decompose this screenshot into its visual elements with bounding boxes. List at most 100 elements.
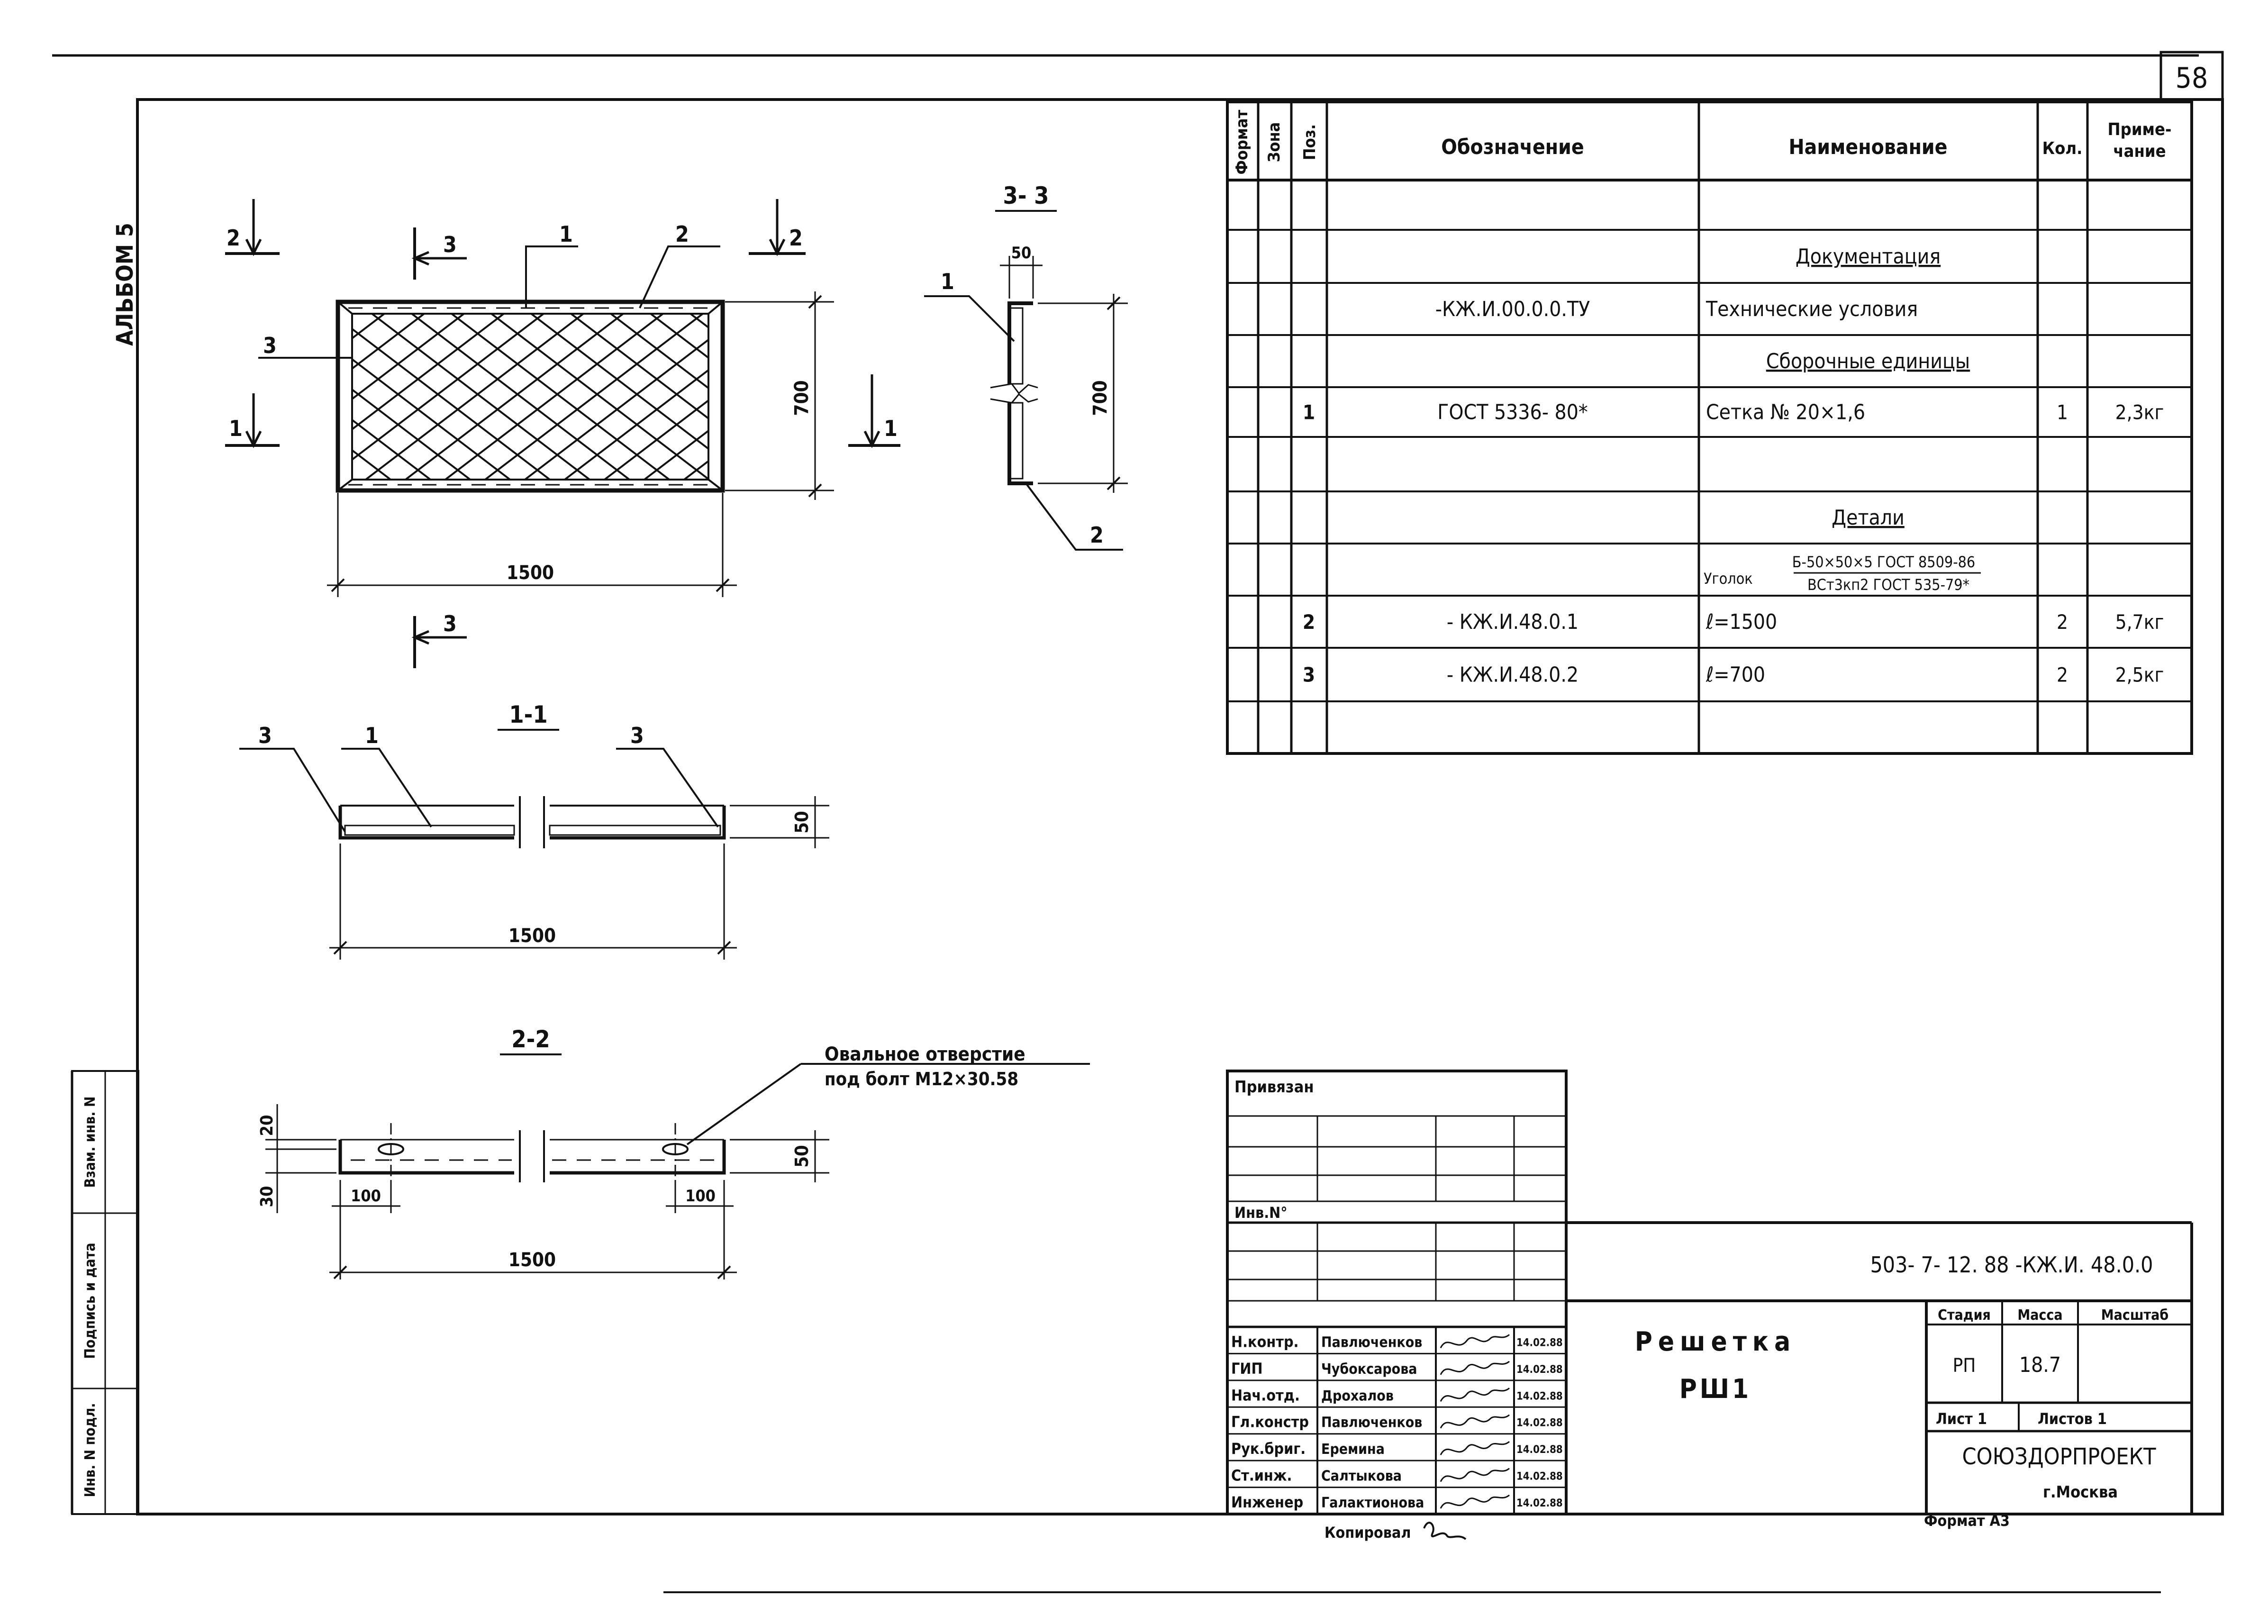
spec-row: 2 - КЖ.И.48.0.1 ℓ=1500 2 5,7кг	[1303, 610, 2164, 634]
section-2-2-dim-top: 20	[257, 1115, 277, 1136]
side-stamp: Взам. инв. N Подпись и дата Инв. N подл.	[71, 1070, 139, 1515]
copier-signature	[1423, 1522, 1467, 1540]
handwritten-signature	[1440, 1388, 1510, 1402]
plan-cut-2-right: 2	[789, 225, 803, 251]
plan-dim-width: 1500	[507, 562, 554, 584]
signature-date: 14.02.88	[1516, 1444, 1563, 1456]
city: г.Москва	[2043, 1483, 2118, 1502]
plan-cut-1-right: 1	[884, 416, 898, 441]
spec-cell-qty: 2	[2057, 663, 2068, 687]
section-2-2-title: 2-2	[511, 1025, 550, 1053]
sheet-number: 58	[2176, 62, 2208, 95]
spec-header-zone: Зона	[1265, 122, 1284, 163]
section-2-2-dim-width: 1500	[508, 1249, 556, 1271]
spec-cell-note: 2,5кг	[2115, 663, 2164, 687]
signature-name: Павлюченков	[1321, 1334, 1422, 1351]
spec-header-qty: Кол.	[2042, 139, 2083, 158]
signature-role: ГИП	[1231, 1360, 1263, 1378]
signature-name: Еремина	[1321, 1441, 1385, 1458]
spec-header-name: Наименование	[1788, 135, 1947, 159]
handwritten-signature	[1440, 1334, 1510, 1349]
section-1-1-mark-3-right: 3	[630, 723, 644, 748]
specification-table: Формат Зона Поз. Обозначение Наименовани…	[1226, 100, 2193, 755]
signature-role: Ст.инж.	[1231, 1467, 1292, 1485]
section-3-3-mark-1: 1	[941, 269, 954, 294]
sheets-label: Листов 1	[2038, 1410, 2107, 1428]
section-1-1-title: 1-1	[509, 701, 547, 728]
section-1-1-dim-width: 1500	[508, 925, 556, 947]
handwritten-signature	[1440, 1468, 1510, 1482]
spec-header-pos: Поз.	[1300, 124, 1319, 160]
section-2-2: 2-2 Овальное отверстие под болт М12×30.5…	[257, 1025, 1090, 1279]
section-2-2-dim-bottom: 30	[257, 1186, 277, 1207]
spec-cell-qty: 1	[2057, 401, 2068, 424]
spec-cell-name-bottom: ВСт3кп2 ГОСТ 535-79*	[1807, 576, 1969, 594]
spec-section-heading: Документация	[1796, 245, 1941, 269]
section-3-3-dim-top: 50	[1011, 244, 1032, 263]
spec-cell-name: Технические условия	[1706, 297, 1918, 321]
drawing-frame	[136, 98, 2224, 1515]
signature-name: Чубоксарова	[1321, 1361, 1417, 1378]
spec-cell-note: 5,7кг	[2115, 610, 2164, 634]
copied-label: Копировал	[1325, 1524, 1411, 1542]
handwritten-signature	[1440, 1361, 1510, 1375]
scale-label: Масштаб	[2101, 1307, 2168, 1324]
spec-row: Сборочные единицы	[1766, 349, 1970, 373]
spec-cell-name: Сетка № 20×1,6	[1706, 400, 1865, 425]
section-2-2-note-line-1: Овальное отверстие	[825, 1043, 1025, 1065]
plan-cut-2-left: 2	[227, 225, 240, 251]
spec-cell-qty: 2	[2057, 610, 2068, 634]
section-1-1-mark-1: 1	[365, 723, 379, 748]
spec-cell-designation: - КЖ.И.48.0.1	[1447, 610, 1579, 634]
signature-role: Рук.бриг.	[1231, 1440, 1306, 1458]
handwritten-signature	[1440, 1441, 1510, 1455]
handwritten-signature	[1440, 1414, 1510, 1429]
signature-name: Галактионова	[1321, 1495, 1424, 1511]
side-stamp-signature: Подпись и дата	[82, 1243, 99, 1359]
section-2-2-dim-left-offset: 100	[351, 1187, 381, 1206]
signature-row: Н.контр. Павлюченков 14.02.88	[1231, 1333, 1563, 1351]
section-2-2-dim-right-offset: 100	[685, 1187, 716, 1206]
plan-cut-3-top: 3	[443, 232, 457, 257]
sheet-label: Лист 1	[1936, 1410, 1987, 1428]
signature-date: 14.02.88	[1516, 1497, 1563, 1509]
section-3-3-dim-height: 700	[1089, 380, 1111, 416]
stage-value: РП	[1953, 1355, 1976, 1377]
spec-cell-designation: - КЖ.И.48.0.2	[1447, 663, 1579, 687]
stage-label: Стадия	[1938, 1307, 1991, 1324]
mesh-hatch	[352, 314, 708, 480]
spec-row: Детали	[1832, 506, 1905, 530]
plan-cut-1-left: 1	[229, 416, 243, 441]
plan-mark-2: 2	[675, 221, 689, 247]
drawing-code: 503- 7- 12. 88 -КЖ.И. 48.0.0	[1870, 1252, 2153, 1278]
side-stamp-original: Инв. N подл.	[82, 1403, 99, 1497]
mass-label: Масса	[2017, 1307, 2062, 1324]
spec-cell-pos: 2	[1303, 610, 1315, 634]
spec-cell-designation: ГОСТ 5336- 80*	[1437, 400, 1588, 425]
signature-date: 14.02.88	[1516, 1417, 1563, 1429]
section-3-3-title: 3- 3	[1003, 182, 1049, 209]
signature-role: Гл.констр	[1231, 1413, 1309, 1431]
grating-frame	[336, 299, 725, 493]
spec-section-heading: Детали	[1832, 506, 1905, 530]
handwritten-signature	[1440, 1494, 1510, 1509]
plan-dim-height: 700	[791, 380, 813, 416]
mass-value: 18.7	[2019, 1353, 2061, 1377]
plan-view: 1 2 3 2 2 3 3 1 1 1500	[225, 199, 900, 668]
signature-date: 14.02.88	[1516, 1390, 1563, 1402]
spec-row: -КЖ.И.00.0.0.ТУ Технические условия	[1435, 297, 1918, 321]
plan-cut-3-bottom: 3	[443, 611, 457, 636]
signature-role: Н.контр.	[1231, 1333, 1298, 1351]
spec-cell-name: ℓ=700	[1706, 663, 1765, 687]
spec-cell-name: ℓ=1500	[1706, 610, 1777, 634]
plan-mark-3: 3	[263, 333, 277, 358]
signature-role: Инженер	[1231, 1493, 1303, 1511]
spec-cell-name-top: Б-50×50×5 ГОСТ 8509-86	[1792, 553, 1975, 571]
spec-cell-designation: -КЖ.И.00.0.0.ТУ	[1435, 297, 1590, 321]
signature-date: 14.02.88	[1516, 1337, 1563, 1349]
plan-mark-1: 1	[559, 221, 573, 247]
